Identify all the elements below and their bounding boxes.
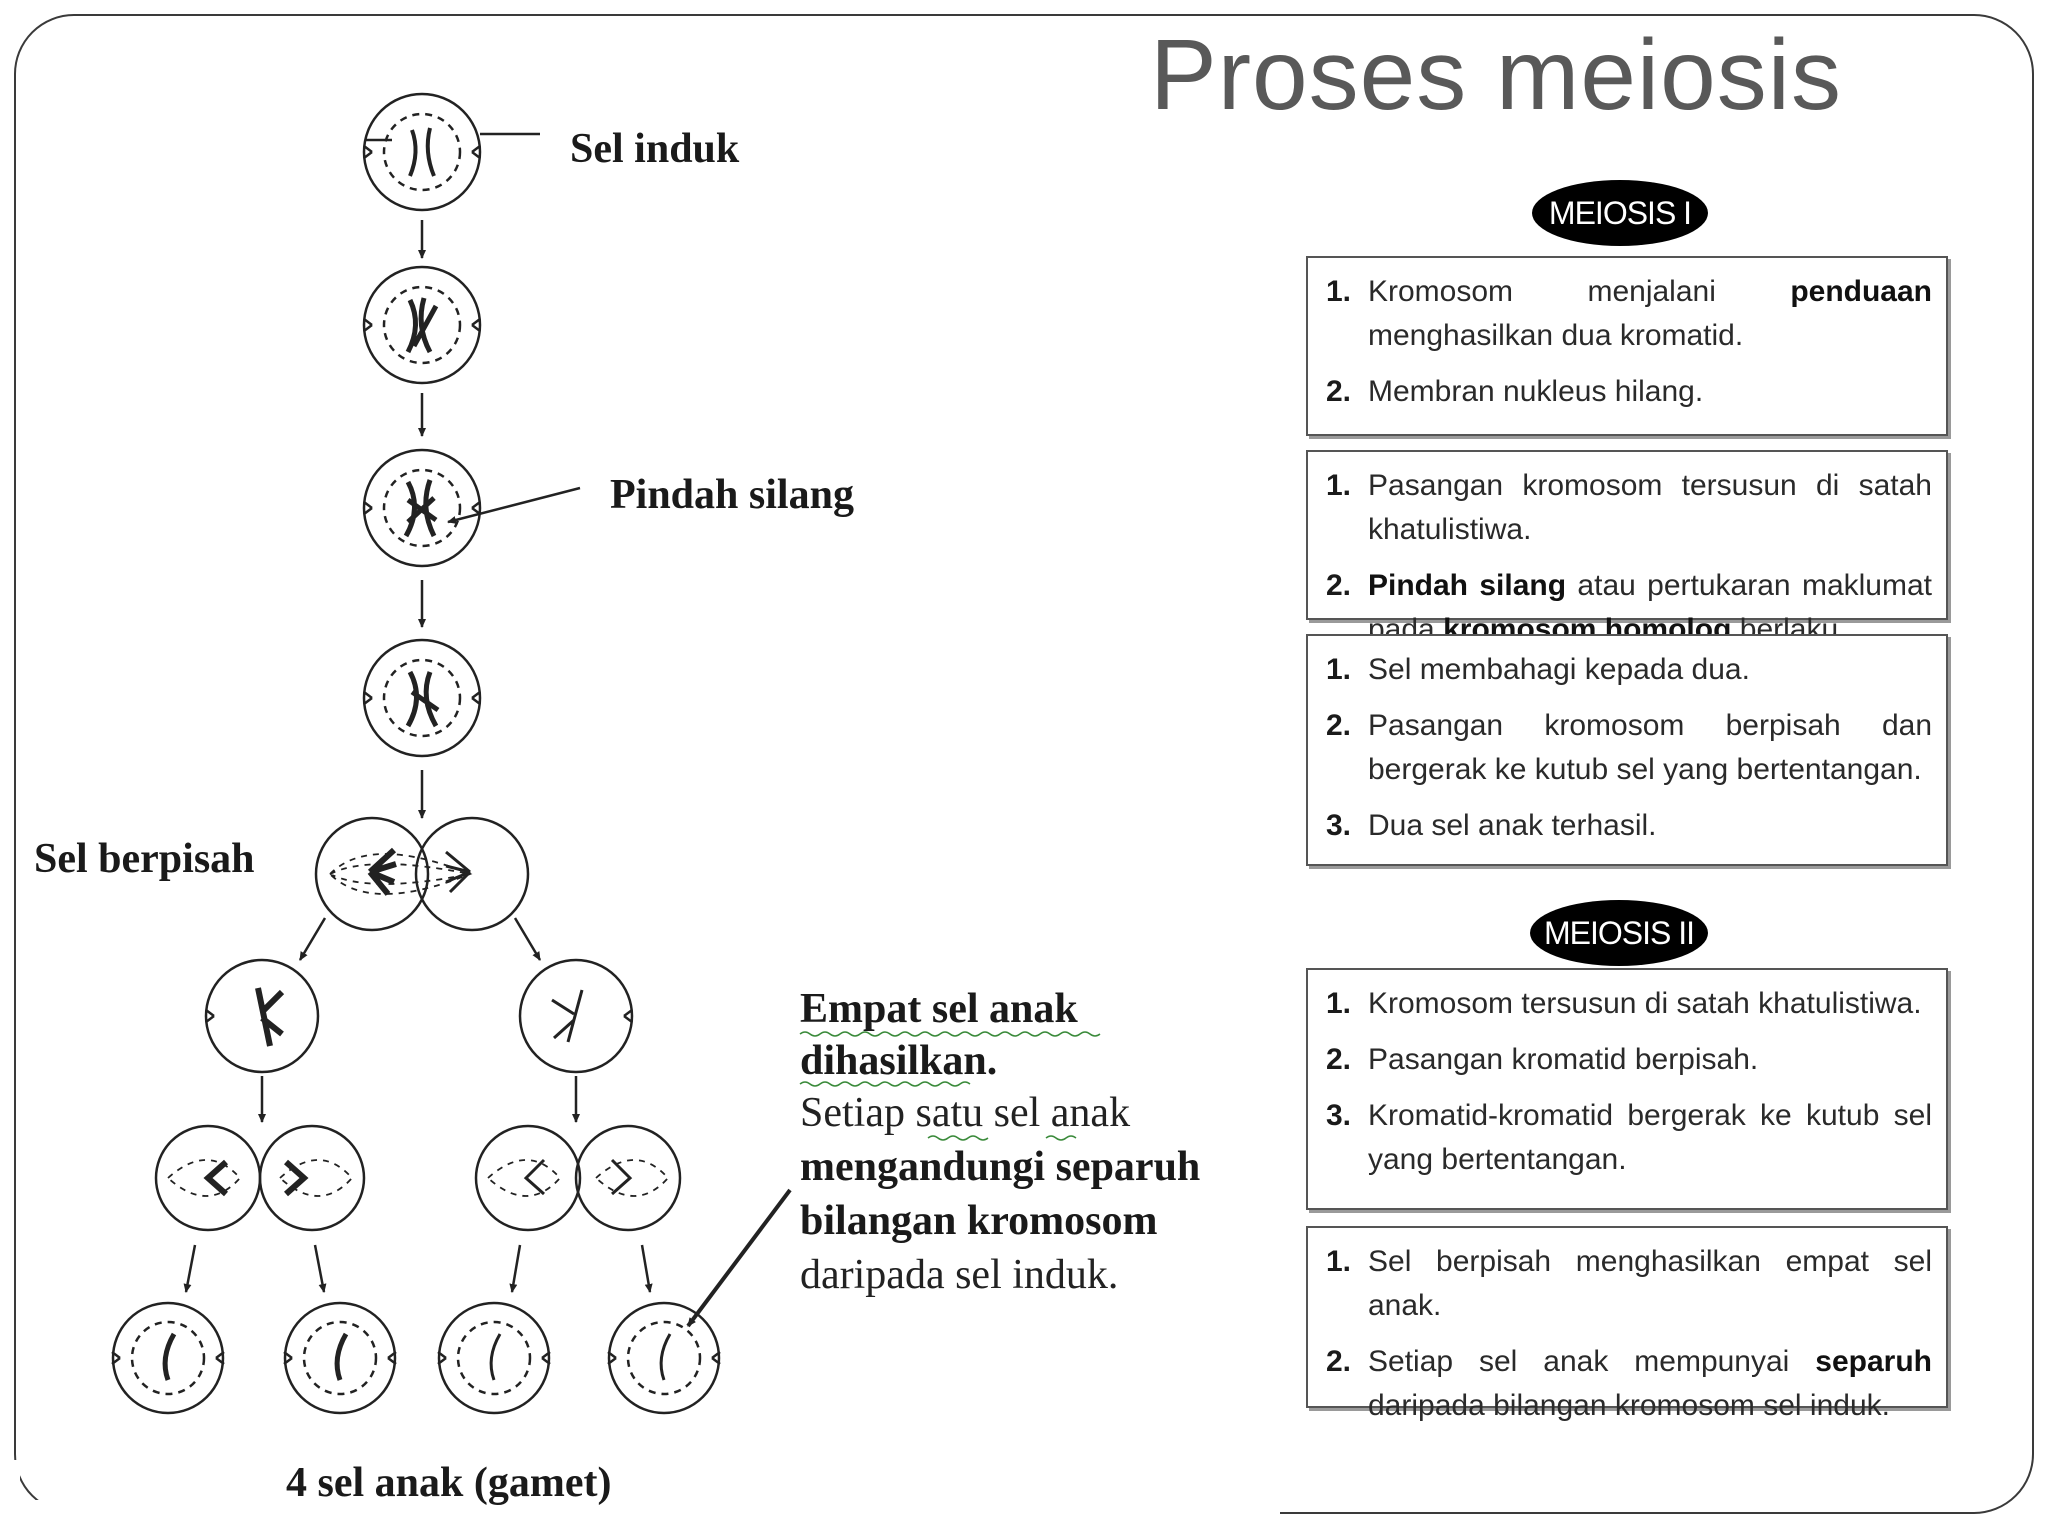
meiosis-2-label: MEIOSIS II	[1530, 900, 1708, 966]
step-item: 1.Kromosom menjalani penduaan menghasilk…	[1326, 275, 1932, 352]
narrative-line-6: daripada sel induk.	[800, 1252, 1118, 1298]
cell-meiosis2-left	[154, 1124, 366, 1232]
step-item: 2.Pasangan kromatid berpisah.	[1326, 1043, 1759, 1076]
narrative-line-2: dihasilkan.	[800, 1038, 997, 1084]
meiosis-1-box-1: 1.Kromosom menjalani penduaan menghasilk…	[1306, 256, 1948, 436]
cell-daughter-1	[204, 958, 320, 1074]
cell-metaphase-1	[362, 638, 482, 758]
narrative-line-3: Setiap satu sel anak	[800, 1090, 1130, 1136]
step-item: 2.Membran nukleus hilang.	[1326, 375, 1704, 408]
step-item: 3.Dua sel anak terhasil.	[1326, 809, 1657, 842]
frame-gap	[20, 1500, 1280, 1536]
step-item: 1.Pasangan kromosom tersusun di satah kh…	[1326, 469, 1932, 546]
narrative-pointer	[686, 1188, 792, 1328]
cell-separating	[314, 816, 530, 932]
meiosis-1-box-3: 1.Sel membahagi kepada dua. 2.Pasangan k…	[1306, 634, 1948, 866]
gamete-1	[111, 1301, 225, 1415]
step-item: 3.Kromatid-kromatid bergerak ke kutub se…	[1326, 1099, 1932, 1176]
narrative-line-5: bilangan kromosom	[800, 1198, 1157, 1244]
step-item: 1.Sel berpisah menghasilkan empat sel an…	[1326, 1245, 1932, 1322]
cell-crossing-over	[362, 448, 581, 568]
gamete-4	[607, 1301, 721, 1415]
frame-gap	[10, 1460, 20, 1536]
label-parent-cell: Sel induk	[570, 126, 740, 172]
step-item: 1.Sel membahagi kepada dua.	[1326, 653, 1750, 686]
cell-prophase-1	[362, 265, 482, 385]
gamete-3	[437, 1301, 551, 1415]
meiosis-1-label: MEIOSIS I	[1532, 180, 1708, 246]
step-item: 1.Kromosom tersusun di satah khatulistiw…	[1326, 987, 1922, 1020]
cell-daughter-2	[518, 958, 634, 1074]
gamete-2	[283, 1301, 397, 1415]
label-cell-separates: Sel berpisah	[34, 836, 255, 882]
cell-parent	[362, 92, 540, 212]
spellcheck-underline	[799, 1031, 1101, 1037]
cell-meiosis2-right	[474, 1124, 682, 1232]
label-gametes: 4 sel anak (gamet)	[286, 1460, 611, 1506]
step-item: 2.Pasangan kromosom berpisah dan bergera…	[1326, 709, 1932, 786]
spellcheck-underline	[927, 1135, 1077, 1141]
slide-title: Proses meiosis	[1150, 19, 1842, 131]
meiosis-2-box-2: 1.Sel berpisah menghasilkan empat sel an…	[1306, 1226, 1948, 1422]
meiosis-1-box-2: 1.Pasangan kromosom tersusun di satah kh…	[1306, 450, 1948, 646]
label-crossing-over: Pindah silang	[610, 472, 854, 518]
spellcheck-underline	[799, 1081, 971, 1087]
narrative-line-4: mengandungi separuh	[800, 1144, 1200, 1190]
narrative-line-1: Empat sel anak	[800, 986, 1078, 1032]
step-item: 2.Setiap sel anak mempunyai separuh dari…	[1326, 1345, 1932, 1422]
meiosis-2-box-1: 1.Kromosom tersusun di satah khatulistiw…	[1306, 968, 1948, 1210]
